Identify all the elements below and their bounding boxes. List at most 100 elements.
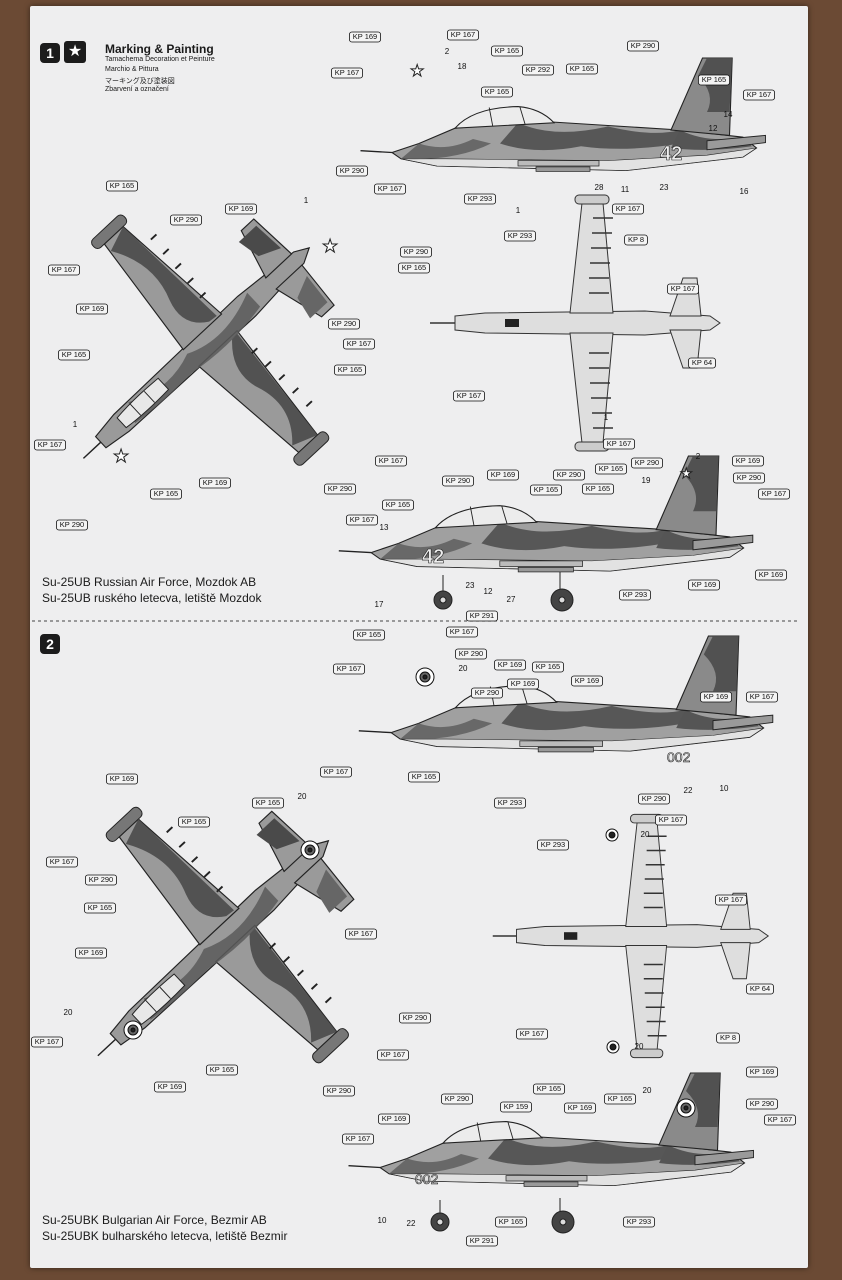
bulgarian-roundel-icons [123, 667, 696, 1118]
paint-code-label: KP 290 [323, 483, 356, 495]
callout-text: 1 [516, 206, 521, 215]
paint-code-label: KP 165 [251, 797, 284, 809]
callout-text: KP 167 [38, 440, 62, 449]
callout-text: KP 290 [60, 520, 84, 529]
paint-code-label: KP 167 [446, 29, 479, 41]
callout-text: KP 290 [750, 1099, 774, 1108]
callout-box [373, 183, 406, 195]
callout-text: KP 165 [110, 181, 134, 190]
callout-text: KP 165 [338, 365, 362, 374]
decal-number-label: 22 [684, 786, 693, 795]
callout-box [470, 687, 503, 699]
caption-scheme-2: Su-25UBK Bulgarian Air Force, Bezmir AB … [42, 1212, 287, 1244]
callout-text: KP 293 [468, 194, 492, 203]
callout-text: KP 165 [495, 46, 519, 55]
paint-code-label: KP 165 [149, 488, 182, 500]
decal-number-label: 16 [740, 187, 749, 196]
paint-code-label: KP 167 [374, 455, 407, 467]
paint-code-label: KP 169 [700, 691, 733, 703]
callout-text: KP 291 [470, 611, 494, 620]
paint-code-label: KP 169 [75, 947, 108, 959]
callout-box [480, 86, 513, 98]
paint-code-label: KP 165 [490, 45, 523, 57]
code-42-bottom: 42 [422, 546, 444, 568]
callout-text: KP 293 [627, 1217, 651, 1226]
callout-text: KP 165 [210, 1065, 234, 1074]
callout-box [463, 193, 496, 205]
decal-number-label: 12 [484, 587, 493, 596]
decal-number-label: 13 [380, 523, 389, 532]
decal-number-label: 20 [641, 830, 650, 839]
callout-box [177, 816, 210, 828]
callout-text: KP 165 [182, 817, 206, 826]
paint-code-label: KP 167 [715, 894, 748, 906]
callout-box [533, 1083, 566, 1095]
paint-code-label: KP 290 [638, 793, 671, 805]
paint-code-label: KP 165 [533, 1083, 566, 1095]
callout-box [532, 661, 565, 673]
callout-text: KP 167 [324, 767, 348, 776]
paint-code-label: KP 290 [470, 687, 503, 699]
callout-box [330, 67, 363, 79]
callout-text: KP 167 [457, 391, 481, 400]
callout-text: KP 165 [537, 1084, 561, 1093]
callout-box [627, 40, 660, 52]
callout-text: 2 [445, 47, 450, 56]
paint-code-label: KP 169 [688, 579, 721, 591]
paint-code-label: KP 290 [440, 1093, 473, 1105]
paint-code-label: KP 165 [698, 74, 731, 86]
decal-number-label: 19 [642, 476, 651, 485]
callout-box [454, 648, 487, 660]
callout-text: KP 169 [498, 660, 522, 669]
callout-box [465, 1235, 498, 1247]
paint-code-label: KP 165 [582, 483, 615, 495]
page-title: Marking & Painting [105, 42, 214, 56]
svg-text:★: ★ [322, 236, 338, 256]
paint-code-label: KP 169 [377, 1113, 410, 1125]
paint-code-label: KP 293 [623, 1216, 656, 1228]
scheme1-bottom-view [429, 194, 721, 452]
paint-code-label: KP 167 [345, 514, 378, 526]
callout-box [746, 1066, 779, 1078]
paint-code-label: KP 165 [480, 86, 513, 98]
decal-number-label: 1 [604, 413, 609, 422]
callout-text: 11 [621, 185, 630, 194]
paint-code-label: KP 167 [332, 663, 365, 675]
callout-box [319, 766, 352, 778]
paint-code-label: KP 167 [30, 1036, 64, 1048]
callout-text: KP 169 [229, 204, 253, 213]
decal-number-label: 2 [445, 47, 450, 56]
paint-code-label: KP 8 [716, 1032, 740, 1044]
callout-text: KP 169 [568, 1103, 592, 1112]
callout-text: KP 165 [536, 662, 560, 671]
paint-code-label: KP 290 [631, 457, 664, 469]
callout-box [494, 1216, 527, 1228]
callout-text: 20 [641, 830, 650, 839]
callout-box [493, 797, 526, 809]
callout-box [490, 45, 523, 57]
callout-text: KP 290 [635, 458, 659, 467]
paint-code-label: KP 292 [522, 64, 555, 76]
paint-code-label: KP 167 [764, 1114, 797, 1126]
paint-code-label: KP 169 [755, 569, 788, 581]
decal-number-label: 23 [466, 581, 475, 590]
callout-text: KP 167 [607, 439, 631, 448]
caption-scheme-1: Su-25UB Russian Air Force, Mozdok AB Su-… [42, 574, 261, 606]
callout-box [56, 519, 89, 531]
callout-text: KP 165 [402, 263, 426, 272]
callout-text: 1 [304, 196, 309, 205]
callout-box [746, 1098, 779, 1110]
callout-text: KP 169 [511, 679, 535, 688]
paint-code-label: KP 165 [407, 771, 440, 783]
callout-box [352, 629, 385, 641]
callout-box [48, 264, 81, 276]
callout-text: KP 167 [768, 1115, 792, 1124]
callout-text: KP 167 [349, 929, 373, 938]
callout-box [327, 318, 360, 330]
callout-box [603, 438, 636, 450]
callout-text: KP 165 [586, 484, 610, 493]
paint-code-label: KP 169 [571, 675, 604, 687]
callout-text: KP 290 [404, 247, 428, 256]
callout-text: KP 169 [759, 570, 783, 579]
decal-number-label: 20 [64, 1008, 73, 1017]
